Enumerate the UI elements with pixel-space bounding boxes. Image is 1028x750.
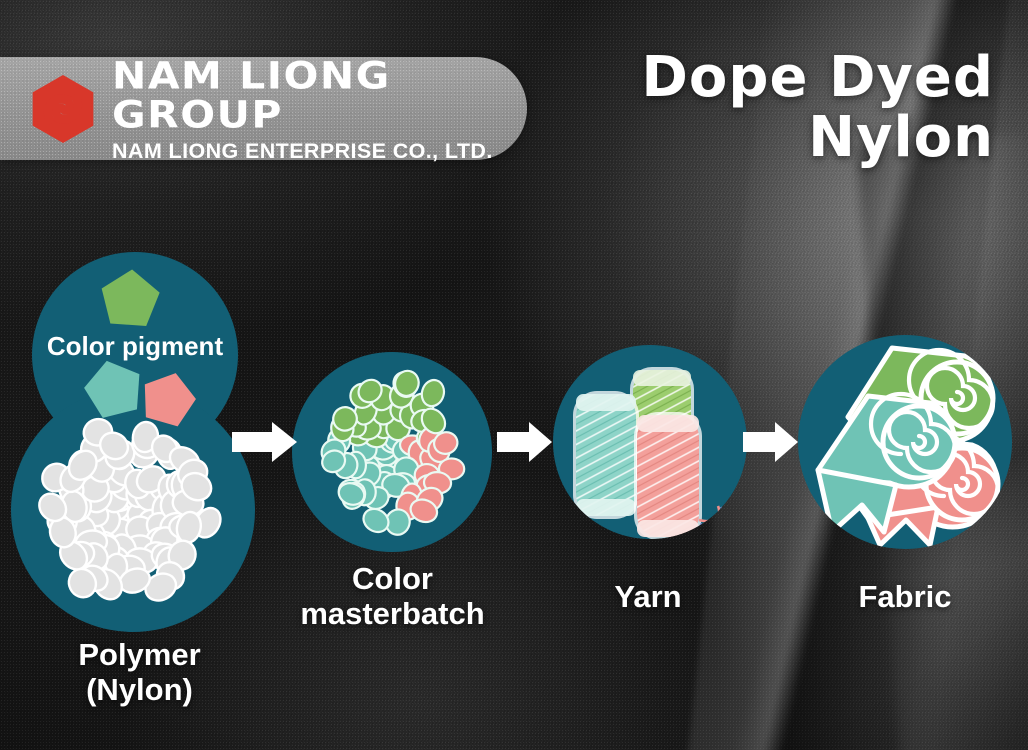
polymer-pellet: [99, 431, 130, 461]
masterbatch-pellet: [321, 449, 347, 474]
polymer-pellet: [67, 449, 98, 481]
pentagon-green: [101, 269, 160, 326]
yarn-spool-pink: [634, 412, 702, 539]
fabric-spiral-teal: [868, 391, 958, 475]
masterbatch-pellet: [420, 407, 447, 435]
masterbatch-pellet: [362, 507, 390, 534]
nam-liong-hex-logo-icon: [26, 72, 100, 146]
page-title-line-1: Dope Dyed: [641, 45, 994, 110]
fabric-roll-group: [815, 345, 1001, 548]
brand-text-block: NAM LIONG GROUP NAM LIONG ENTERPRISE CO.…: [112, 54, 527, 163]
polymer-pellet-cluster: [38, 417, 222, 602]
masterbatch-pellet-cluster: [320, 369, 466, 536]
polymer-pellet: [144, 572, 178, 602]
polymer-pellet: [38, 492, 68, 523]
masterbatch-pellet: [394, 369, 420, 398]
page-title-line-2: Nylon: [808, 104, 994, 170]
flow-arrows: [232, 422, 798, 462]
right-arrow-icon-3: [743, 422, 798, 462]
masterbatch-pellet: [432, 431, 459, 455]
masterbatch-pellet: [337, 482, 366, 506]
masterbatch-pellet: [420, 378, 446, 408]
pentagon-salmon: [144, 373, 196, 427]
inner-label-color-pigment: Color pigment: [47, 331, 224, 361]
stage-label-fabric: Fabric: [858, 579, 952, 614]
brand-name-secondary: NAM LIONG ENTERPRISE CO., LTD.: [112, 138, 493, 163]
right-arrow-icon-1: [232, 422, 297, 462]
fabric-roll-teal: [815, 391, 958, 535]
brand-name-primary: NAM LIONG GROUP: [112, 53, 391, 137]
masterbatch-pellet: [357, 378, 383, 404]
yarn-spool-group: [573, 367, 724, 539]
right-arrow-icon-2: [497, 422, 552, 462]
brand-logo-bar: NAM LIONG GROUP NAM LIONG ENTERPRISE CO.…: [0, 54, 527, 163]
pentagon-teal: [84, 360, 140, 418]
pigment-pentagon-group: [84, 269, 196, 427]
yarn-spool-teal: [573, 391, 639, 519]
stage-label-masterbatch: Color masterbatch: [300, 561, 485, 631]
polymer-pellet: [180, 471, 213, 502]
masterbatch-pellet: [332, 406, 358, 432]
stage-label-yarn: Yarn: [614, 579, 682, 614]
masterbatch-pellet: [409, 498, 439, 524]
stage-label-polymer: Polymer (Nylon): [78, 637, 201, 707]
page-title: Dope Dyed Nylon: [641, 48, 994, 168]
fabric-spiral-green: [906, 347, 996, 431]
